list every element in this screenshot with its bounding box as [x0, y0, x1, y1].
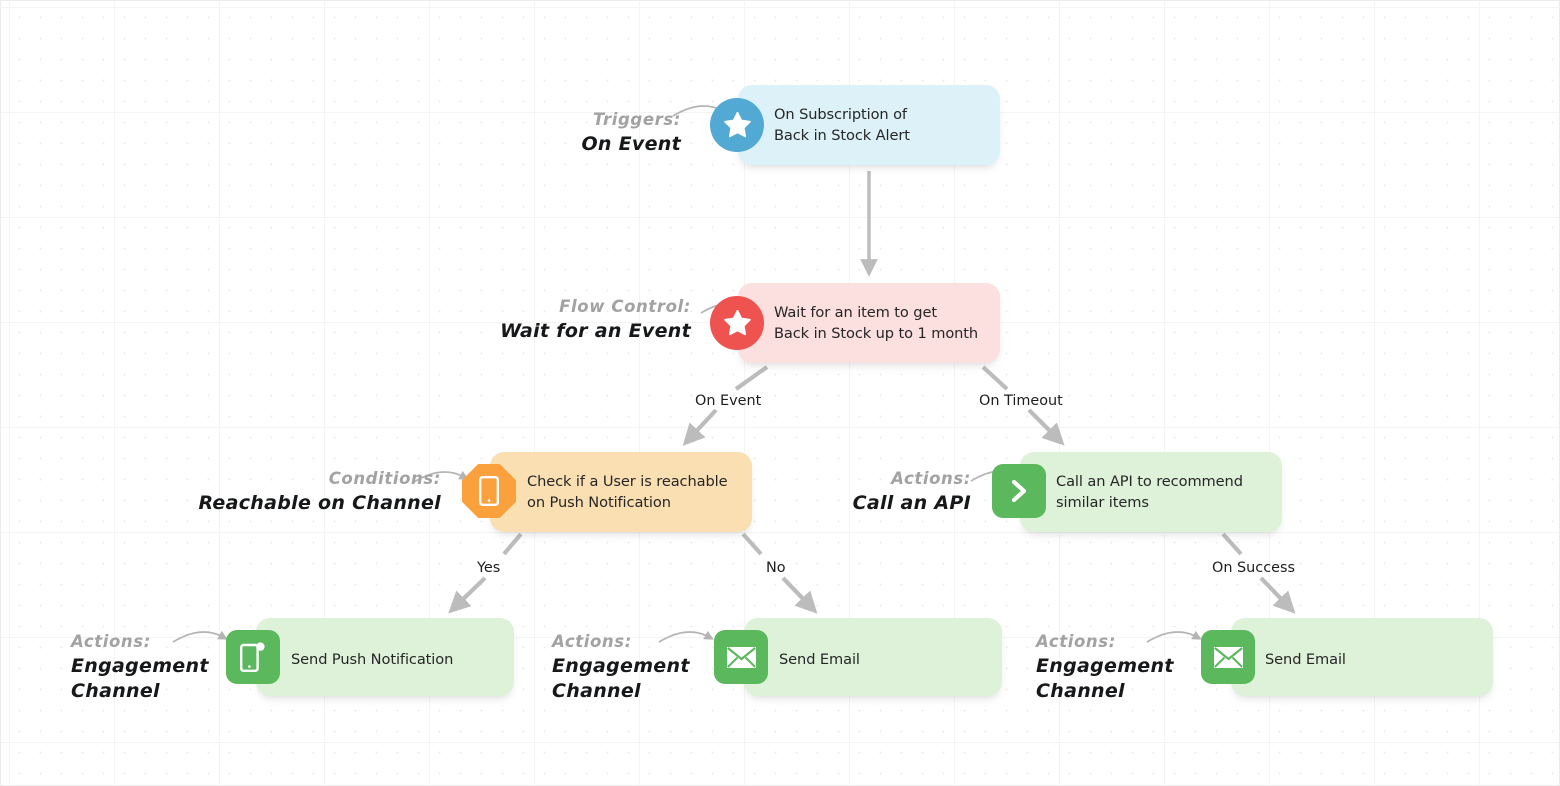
node-text-condition: Check if a User is reachable on Push Not…: [527, 473, 728, 511]
node-text-call-api: Call an API to recommend similar items: [1056, 473, 1243, 511]
node-card-condition[interactable]: [490, 452, 752, 532]
annotation-engagement-email-no: Actions: Engagement Channel: [552, 632, 690, 702]
annotation-trigger: Triggers: On Event: [581, 110, 681, 155]
annotation-engagement-email-success: Actions: Engagement Channel: [1036, 632, 1174, 702]
node-card-send-email-no[interactable]: [744, 618, 1002, 696]
envelope-icon: [1201, 630, 1255, 684]
edge-label-yes: Yes: [477, 560, 501, 576]
envelope-glyph: [1213, 646, 1243, 668]
node-text-send-email-success: Send Email: [1265, 651, 1346, 668]
star-icon: [710, 98, 764, 152]
node-text-send-email-no: Send Email: [779, 651, 860, 668]
envelope-glyph: [726, 646, 756, 668]
star-icon: [710, 296, 764, 350]
annotation-engagement-push: Actions: Engagement Channel: [71, 632, 209, 702]
node-text-trigger: On Subscription of Back in Stock Alert: [774, 106, 910, 144]
edge-label-on-success: On Success: [1212, 560, 1295, 576]
phone-glyph: [479, 476, 499, 506]
annotation-conditions: Conditions: Reachable on Channel: [198, 469, 441, 514]
star-glyph: [723, 310, 751, 336]
edge-label-on-event: On Event: [695, 393, 762, 409]
chevron-right-icon: [992, 464, 1046, 518]
edge-label-on-timeout: On Timeout: [979, 393, 1063, 409]
annotation-call-an-api: Actions: Call an API: [852, 469, 971, 514]
node-text-send-push: Send Push Notification: [291, 651, 454, 668]
node-card-trigger[interactable]: [738, 85, 1000, 165]
node-card-send-push[interactable]: [256, 618, 514, 696]
envelope-icon: [714, 630, 768, 684]
annotation-flow-control: Flow Control: Wait for an Event: [500, 297, 691, 342]
annotation-pointer-arcs: [172, 104, 1202, 643]
node-card-wait[interactable]: [738, 283, 1000, 363]
push-notification-icon: [226, 630, 280, 684]
chevron-glyph: [1011, 479, 1027, 503]
node-card-send-email-success[interactable]: [1231, 618, 1493, 696]
star-glyph: [723, 112, 751, 138]
node-card-call-api[interactable]: [1020, 452, 1282, 532]
mobile-phone-icon: [462, 464, 516, 518]
node-text-wait: Wait for an item to get Back in Stock up…: [774, 304, 979, 342]
edge-label-no: No: [766, 560, 786, 576]
phone-bell-glyph: [240, 642, 265, 672]
